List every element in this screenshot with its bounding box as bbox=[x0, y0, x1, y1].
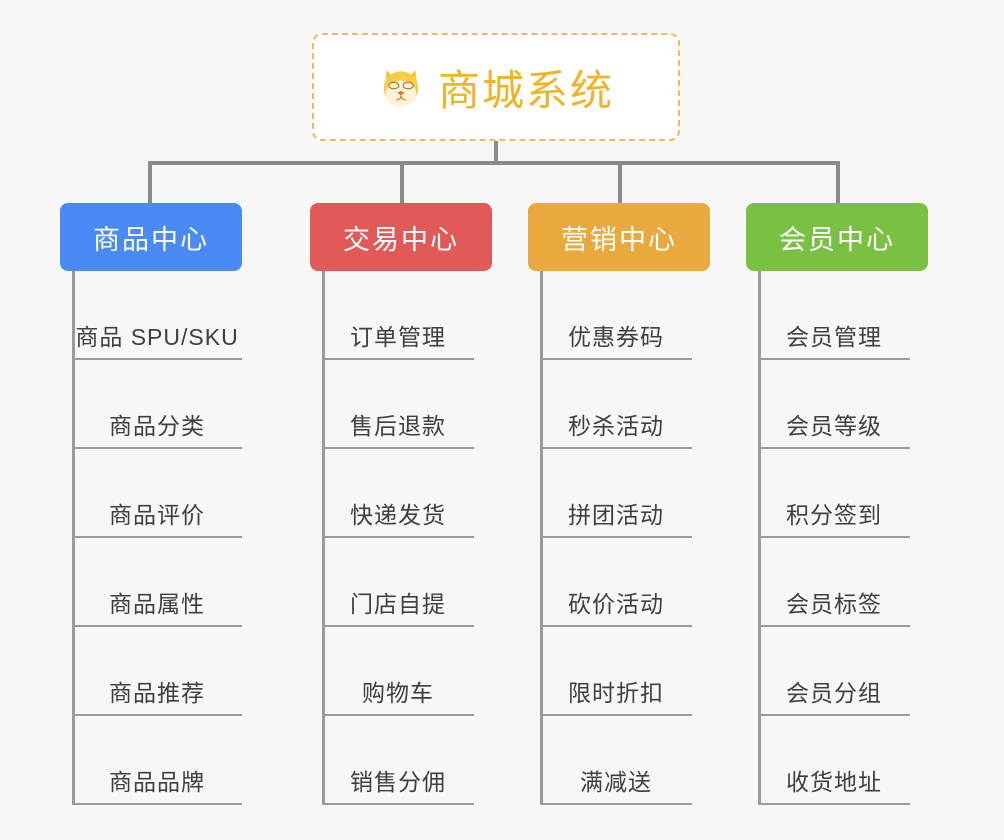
leaf-list-3: 优惠券码 秒杀活动 拼团活动 砍价活动 限时折扣 满减送 bbox=[540, 271, 692, 805]
leaf-item[interactable]: 拼团活动 bbox=[540, 449, 692, 538]
category-header-1[interactable]: 商品中心 bbox=[60, 203, 242, 271]
category-spine-4 bbox=[758, 271, 761, 805]
leaf-list-4: 会员管理 会员等级 积分签到 会员标签 会员分组 收货地址 bbox=[758, 271, 910, 805]
category-header-3[interactable]: 营销中心 bbox=[528, 203, 710, 271]
leaf-item[interactable]: 商品 SPU/SKU bbox=[72, 271, 242, 360]
leaf-list-2: 订单管理 售后退款 快递发货 门店自提 购物车 销售分佣 bbox=[322, 271, 474, 805]
leaf-item[interactable]: 商品品牌 bbox=[72, 716, 242, 805]
root-node-shop-system[interactable]: 商城系统 bbox=[312, 33, 680, 141]
category-title: 交易中心 bbox=[343, 224, 459, 255]
category-column-3: 营销中心 优惠券码 秒杀活动 拼团活动 砍价活动 限时折扣 满减送 bbox=[528, 203, 710, 805]
leaf-item[interactable]: 商品评价 bbox=[72, 449, 242, 538]
category-title: 商品中心 bbox=[93, 224, 209, 255]
category-column-4: 会员中心 会员管理 会员等级 积分签到 会员标签 会员分组 收货地址 bbox=[746, 203, 928, 805]
leaf-item[interactable]: 购物车 bbox=[322, 627, 474, 716]
leaf-item[interactable]: 砍价活动 bbox=[540, 538, 692, 627]
leaf-item[interactable]: 优惠券码 bbox=[540, 271, 692, 360]
connector-root-stem bbox=[494, 141, 498, 164]
category-header-4[interactable]: 会员中心 bbox=[746, 203, 928, 271]
leaf-item[interactable]: 快递发货 bbox=[322, 449, 474, 538]
category-header-2[interactable]: 交易中心 bbox=[310, 203, 492, 271]
leaf-item[interactable]: 门店自提 bbox=[322, 538, 474, 627]
category-spine-2 bbox=[322, 271, 325, 805]
connector-drop-2 bbox=[400, 161, 404, 206]
leaf-item[interactable]: 商品推荐 bbox=[72, 627, 242, 716]
leaf-item[interactable]: 商品属性 bbox=[72, 538, 242, 627]
category-title: 会员中心 bbox=[779, 224, 895, 255]
leaf-item[interactable]: 会员等级 bbox=[758, 360, 910, 449]
category-spine-1 bbox=[72, 271, 75, 805]
leaf-item[interactable]: 会员标签 bbox=[758, 538, 910, 627]
category-column-2: 交易中心 订单管理 售后退款 快递发货 门店自提 购物车 销售分佣 bbox=[310, 203, 492, 805]
connector-drop-4 bbox=[836, 161, 840, 206]
leaf-item[interactable]: 销售分佣 bbox=[322, 716, 474, 805]
category-spine-3 bbox=[540, 271, 543, 805]
category-title: 营销中心 bbox=[561, 224, 677, 255]
leaf-list-1: 商品 SPU/SKU 商品分类 商品评价 商品属性 商品推荐 商品品牌 bbox=[72, 271, 242, 805]
leaf-item[interactable]: 售后退款 bbox=[322, 360, 474, 449]
connector-horizontal-bus bbox=[148, 161, 840, 165]
leaf-item[interactable]: 订单管理 bbox=[322, 271, 474, 360]
connector-drop-3 bbox=[618, 161, 622, 206]
root-node-title: 商城系统 bbox=[437, 66, 614, 114]
leaf-item[interactable]: 积分签到 bbox=[758, 449, 910, 538]
leaf-item[interactable]: 会员管理 bbox=[758, 271, 910, 360]
connector-drop-1 bbox=[148, 161, 152, 206]
category-column-1: 商品中心 商品 SPU/SKU 商品分类 商品评价 商品属性 商品推荐 商品品牌 bbox=[60, 203, 242, 805]
leaf-item[interactable]: 满减送 bbox=[540, 716, 692, 805]
dog-face-icon bbox=[378, 64, 424, 110]
leaf-item[interactable]: 秒杀活动 bbox=[540, 360, 692, 449]
leaf-item[interactable]: 限时折扣 bbox=[540, 627, 692, 716]
leaf-item[interactable]: 会员分组 bbox=[758, 627, 910, 716]
leaf-item[interactable]: 商品分类 bbox=[72, 360, 242, 449]
leaf-item[interactable]: 收货地址 bbox=[758, 716, 910, 805]
